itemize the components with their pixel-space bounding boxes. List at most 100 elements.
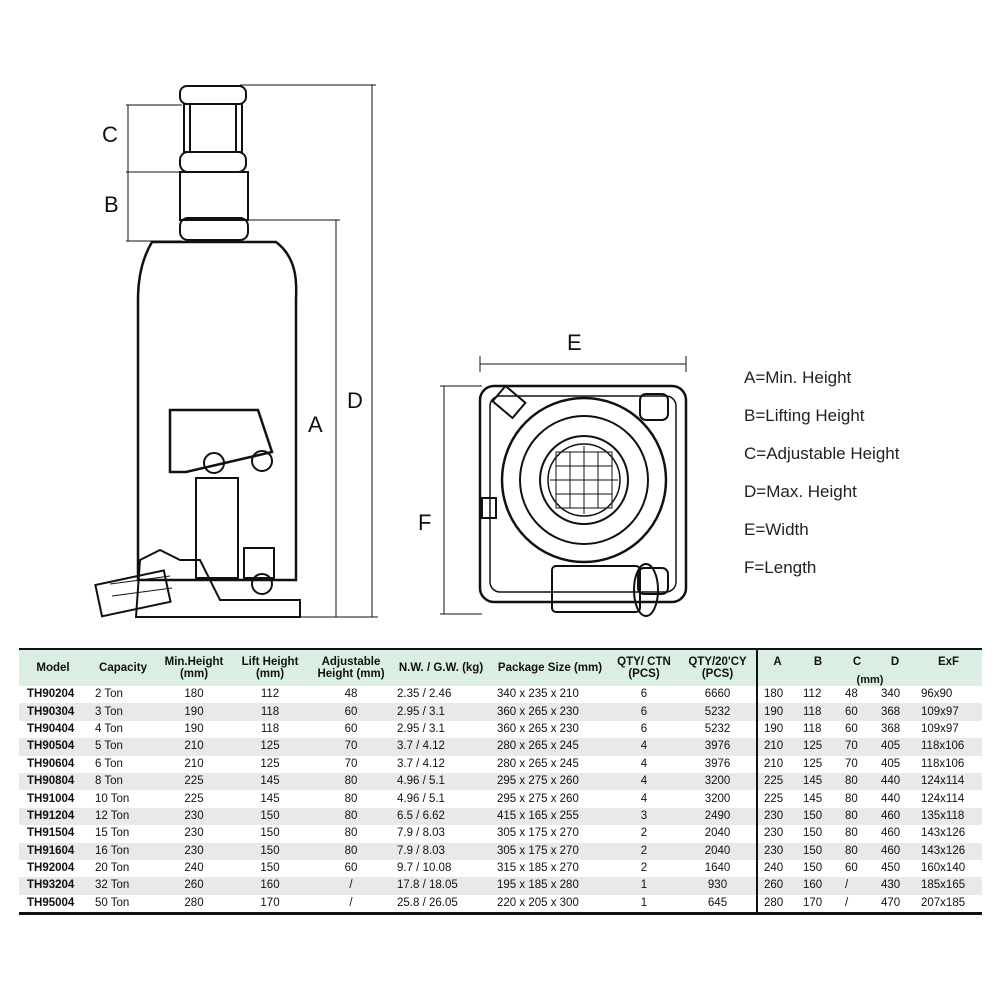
cell-weight: 3.7 / 4.12	[391, 755, 491, 773]
cell-min-height: 230	[159, 842, 229, 860]
cell-d: 450	[875, 859, 915, 878]
header-qty-20cy: QTY/20'CY (PCS)	[679, 649, 758, 686]
dim-label-b: B	[104, 192, 119, 217]
header-lift-height: Lift Height (mm)	[229, 649, 311, 686]
cell-lift-height: 118	[229, 720, 311, 739]
legend-item: E=Width	[744, 520, 809, 539]
cell-a: 190	[757, 703, 797, 721]
cell-min-height: 210	[159, 738, 229, 756]
cell-adjustable-height: 80	[311, 790, 391, 808]
cell-min-height: 190	[159, 720, 229, 739]
cell-qty-ctn: 6	[609, 703, 679, 721]
cell-min-height: 225	[159, 772, 229, 791]
cell-weight: 17.8 / 18.05	[391, 877, 491, 895]
cell-qty-20cy: 930	[679, 877, 758, 895]
dim-label-d: D	[347, 388, 363, 413]
cell-lift-height: 150	[229, 807, 311, 826]
cell-a: 225	[757, 772, 797, 791]
cell-package-size: 360 x 265 x 230	[491, 703, 609, 721]
cell-adjustable-height: 70	[311, 755, 391, 773]
cell-adjustable-height: 80	[311, 772, 391, 791]
cell-b: 112	[797, 686, 839, 704]
cell-qty-20cy: 2040	[679, 825, 758, 843]
cell-c: 80	[839, 842, 875, 860]
cell-d: 440	[875, 772, 915, 791]
cell-d: 405	[875, 738, 915, 756]
cell-min-height: 180	[159, 686, 229, 704]
cell-c: 48	[839, 686, 875, 704]
cell-package-size: 305 x 175 x 270	[491, 825, 609, 843]
cell-b: 145	[797, 772, 839, 791]
cell-model: TH90804	[19, 772, 87, 791]
cell-min-height: 230	[159, 825, 229, 843]
cell-min-height: 190	[159, 703, 229, 721]
cell-qty-ctn: 2	[609, 825, 679, 843]
cell-qty-ctn: 2	[609, 842, 679, 860]
cell-a: 180	[757, 686, 797, 704]
cell-lift-height: 170	[229, 894, 311, 914]
cell-b: 170	[797, 894, 839, 914]
cell-package-size: 280 x 265 x 245	[491, 738, 609, 756]
cell-weight: 2.35 / 2.46	[391, 686, 491, 704]
cell-min-height: 240	[159, 859, 229, 878]
cell-b: 150	[797, 842, 839, 860]
cell-qty-20cy: 3976	[679, 755, 758, 773]
cell-qty-20cy: 3200	[679, 772, 758, 791]
cell-qty-ctn: 4	[609, 790, 679, 808]
cell-qty-ctn: 4	[609, 738, 679, 756]
cell-min-height: 210	[159, 755, 229, 773]
cell-package-size: 220 x 205 x 300	[491, 894, 609, 914]
cell-qty-20cy: 1640	[679, 859, 758, 878]
cell-lift-height: 150	[229, 859, 311, 878]
header-c: C	[839, 649, 875, 674]
cell-c: 80	[839, 807, 875, 826]
cell-adjustable-height: 60	[311, 720, 391, 739]
cell-b: 118	[797, 720, 839, 739]
cell-package-size: 295 x 275 x 260	[491, 790, 609, 808]
cell-lift-height: 118	[229, 703, 311, 721]
cell-model: TH93204	[19, 877, 87, 895]
cell-package-size: 415 x 165 x 255	[491, 807, 609, 826]
cell-lift-height: 160	[229, 877, 311, 895]
cell-model: TH95004	[19, 894, 87, 914]
cell-weight: 25.8 / 26.05	[391, 894, 491, 914]
dim-label-f: F	[418, 510, 431, 535]
cell-d: 440	[875, 790, 915, 808]
cell-qty-ctn: 6	[609, 720, 679, 739]
cell-adjustable-height: 80	[311, 825, 391, 843]
cell-package-size: 280 x 265 x 245	[491, 755, 609, 773]
cell-capacity: 6 Ton	[87, 755, 159, 773]
cell-exf: 109x97	[915, 703, 982, 721]
cell-b: 160	[797, 877, 839, 895]
legend-item: F=Length	[744, 558, 817, 577]
jack-side-view	[94, 84, 378, 618]
cell-package-size: 315 x 185 x 270	[491, 859, 609, 878]
cell-weight: 7.9 / 8.03	[391, 842, 491, 860]
cell-capacity: 20 Ton	[87, 859, 159, 878]
cell-capacity: 2 Ton	[87, 686, 159, 704]
cell-weight: 4.96 / 5.1	[391, 772, 491, 791]
cell-model: TH90504	[19, 738, 87, 756]
dim-label-e: E	[567, 330, 582, 355]
cell-c: /	[839, 877, 875, 895]
cell-capacity: 3 Ton	[87, 703, 159, 721]
cell-qty-20cy: 5232	[679, 703, 758, 721]
cell-d: 368	[875, 720, 915, 739]
cell-b: 150	[797, 807, 839, 826]
cell-qty-ctn: 3	[609, 807, 679, 826]
cell-capacity: 8 Ton	[87, 772, 159, 791]
cell-b: 118	[797, 703, 839, 721]
cell-lift-height: 125	[229, 738, 311, 756]
cell-package-size: 340 x 235 x 210	[491, 686, 609, 704]
cell-qty-20cy: 3976	[679, 738, 758, 756]
cell-qty-ctn: 6	[609, 686, 679, 704]
cell-model: TH91004	[19, 790, 87, 808]
cell-c: 60	[839, 859, 875, 878]
cell-a: 210	[757, 738, 797, 756]
cell-lift-height: 150	[229, 842, 311, 860]
specification-table: Model Capacity Min.Height (mm) Lift Heig…	[19, 648, 982, 915]
